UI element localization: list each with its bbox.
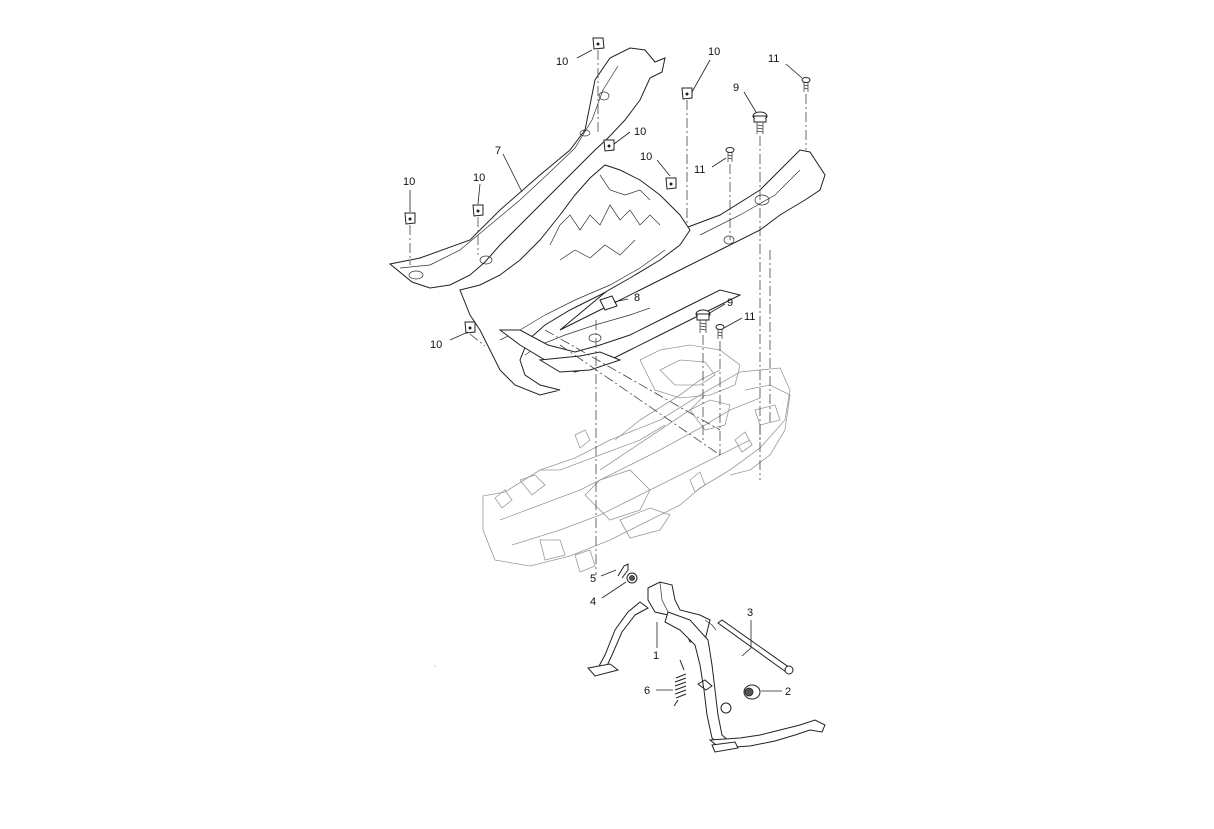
callout-10: 10 [708, 46, 720, 58]
screw-icon [801, 77, 811, 92]
bushing-icon [743, 684, 761, 700]
cotter-pin-icon [617, 563, 629, 579]
callout-2: 2 [785, 686, 791, 698]
floor-panel-part-7 [388, 47, 826, 396]
speed-nut-icon [472, 204, 484, 217]
callout-9: 9 [733, 82, 739, 94]
callout-10: 10 [640, 151, 652, 163]
callout-6: 6 [644, 685, 650, 697]
callout-10: 10 [556, 56, 568, 68]
callout-3: 3 [747, 607, 753, 619]
callout-5: 5 [590, 573, 596, 585]
rubber-plug-icon [599, 295, 618, 311]
speed-nut-icon [464, 321, 476, 334]
callout-9: 9 [727, 297, 733, 309]
callout-11: 11 [744, 311, 755, 323]
assembly-center-lines [409, 50, 807, 575]
screw-icon [715, 324, 725, 339]
callout-4: 4 [590, 596, 596, 608]
callout-7: 7 [495, 145, 501, 157]
callout-8: 8 [634, 292, 640, 304]
bolt-icon [695, 309, 711, 333]
speed-nut-icon [603, 139, 615, 152]
speed-nut-icon [404, 212, 416, 225]
callout-10: 10 [403, 176, 415, 188]
stray-dot [434, 665, 436, 667]
callout-10: 10 [430, 339, 442, 351]
bolt-icon [752, 111, 768, 134]
callout-10: 10 [634, 126, 646, 138]
speed-nut-icon [665, 177, 677, 190]
callout-11: 11 [768, 53, 779, 65]
callout-10: 10 [473, 172, 485, 184]
speed-nut-icon [592, 37, 605, 50]
callout-1: 1 [653, 650, 659, 662]
main-stand-part-1 [587, 581, 826, 753]
leader-lines [409, 49, 803, 692]
callout-11: 11 [694, 164, 705, 176]
screw-icon [725, 147, 735, 162]
frame-ghost [482, 344, 791, 573]
washer-icon [626, 572, 638, 584]
pivot-shaft-icon [717, 619, 794, 675]
callouts: 10 10 11 9 10 10 11 7 10 10 8 9 11 10 5 … [403, 46, 791, 698]
speed-nut-icon [681, 87, 693, 100]
return-spring-icon [673, 659, 713, 707]
